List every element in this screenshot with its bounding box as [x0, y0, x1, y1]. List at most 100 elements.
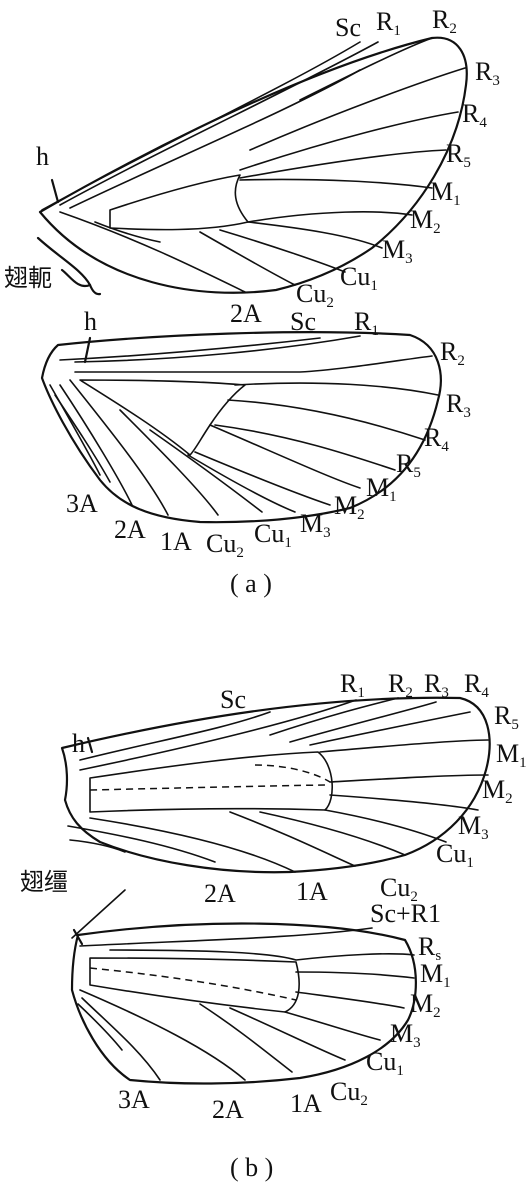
- wing-outline: [70, 922, 417, 1085]
- vein-2a: [81, 997, 161, 1081]
- label-r5: R5: [494, 701, 519, 733]
- vein-r1: [79, 699, 357, 771]
- label-m2: M2: [482, 775, 513, 807]
- vein-1a: [89, 817, 296, 873]
- label-jugum: 翅軛: [4, 264, 52, 292]
- wing-outline: [38, 36, 468, 294]
- label-r4: R4: [424, 423, 449, 455]
- vein-r3: [234, 382, 439, 396]
- humeral-vein: [83, 336, 92, 364]
- vein-r4: [227, 399, 426, 441]
- vein-cu1: [219, 229, 346, 273]
- vein-sc: [59, 337, 321, 361]
- vein-r2: [269, 697, 399, 736]
- label-1a: 1A: [296, 877, 328, 906]
- label-cu1: Cu1: [366, 1047, 404, 1079]
- label-r1: R1: [376, 7, 401, 39]
- vein-r4: [239, 111, 459, 171]
- label-m2: M2: [334, 491, 365, 523]
- forewing-b: [60, 696, 491, 874]
- vein-cu2: [199, 1003, 293, 1073]
- label-r1: R1: [354, 307, 379, 339]
- figure-b: h Sc R1 R2 R3 R4 R5 M1 M2 M3 Cu1 Cu2 1A …: [20, 669, 527, 1182]
- label-m1: M1: [420, 959, 451, 991]
- vein-r1: [59, 41, 379, 206]
- label-m1: M1: [430, 177, 461, 209]
- label-r2: R2: [388, 669, 413, 701]
- vein-r5: [214, 424, 396, 471]
- vein-m2: [329, 794, 479, 811]
- caption-a: ( a ): [230, 569, 272, 598]
- vein-3a: [77, 1003, 123, 1051]
- label-m3: M3: [458, 811, 489, 843]
- label-rs: Rs: [418, 932, 441, 964]
- vein-3a-b: [54, 394, 111, 483]
- vein-r1: [74, 335, 361, 363]
- vein-1a: [69, 379, 169, 516]
- vein-r5: [319, 739, 489, 753]
- vein-r-stem: [69, 69, 361, 209]
- frenulum: [72, 928, 84, 946]
- vein-rs: [74, 355, 433, 373]
- humeral-vein: [86, 736, 94, 754]
- label-1a: 1A: [160, 527, 192, 556]
- vein-r3: [249, 67, 466, 151]
- label-m1: M1: [366, 473, 397, 505]
- label-frenulum: 翅缰: [20, 868, 68, 896]
- vein-1a: [79, 989, 246, 1081]
- wing-outline: [40, 331, 442, 524]
- caption-b: ( b ): [230, 1153, 273, 1182]
- frenulum-callout: 翅缰: [20, 868, 126, 939]
- vein-m2: [295, 991, 405, 1009]
- vein-2a: [59, 384, 133, 506]
- vein-cu1: [259, 811, 406, 856]
- label-scr1: Sc+R1: [370, 899, 441, 928]
- vein-m1: [329, 774, 489, 783]
- forewing-a: [36, 36, 468, 296]
- forewing-b-labels: h Sc R1 R2 R3 R4 R5 M1 M2 M3 Cu1 Cu2 1A …: [72, 669, 527, 908]
- label-m3: M3: [300, 509, 331, 541]
- discal-cell: [89, 751, 334, 813]
- label-cu2: Cu2: [330, 1077, 368, 1109]
- label-r4: R4: [462, 99, 487, 131]
- label-r2: R2: [432, 5, 457, 37]
- vein-r5: [239, 149, 447, 179]
- label-2a: 2A: [204, 879, 236, 908]
- vein-m1: [295, 971, 415, 979]
- vein-sc: [79, 711, 271, 761]
- label-3a: 3A: [66, 489, 98, 518]
- vein-3a: [94, 221, 161, 243]
- discal-cell: [79, 379, 246, 456]
- label-3a: 3A: [118, 1085, 150, 1114]
- vein-cu1: [229, 1007, 346, 1061]
- humeral-vein: [50, 178, 60, 204]
- vein-r2: [299, 37, 433, 101]
- vein-rs: [109, 949, 415, 961]
- vein-2a: [67, 825, 216, 863]
- vein-cu2: [229, 811, 356, 867]
- discal-cell: [109, 174, 249, 231]
- label-h: h: [72, 729, 85, 758]
- vein-m2: [194, 451, 331, 506]
- label-2a: 2A: [212, 1095, 244, 1124]
- label-r3: R3: [424, 669, 449, 701]
- label-m2: M2: [410, 989, 441, 1021]
- label-cu1: Cu1: [254, 519, 292, 551]
- dashed-m-stem: [89, 784, 326, 791]
- vein-3a: [69, 839, 126, 853]
- jugum-stalk: [88, 283, 102, 296]
- label-2a: 2A: [230, 299, 262, 328]
- figure-a: h Sc R1 R2 R3 R4 R5 M1 M2 M3 Cu1 Cu2 2A …: [4, 5, 500, 598]
- vein-r4: [309, 711, 471, 746]
- label-r3: R3: [446, 389, 471, 421]
- label-r3: R3: [475, 57, 500, 89]
- vein-m1: [239, 178, 433, 189]
- dashed-m-branch: [254, 764, 331, 783]
- vein-m3: [247, 221, 383, 249]
- label-r4: R4: [464, 669, 489, 701]
- vein-sc: [41, 41, 361, 211]
- label-cu1: Cu1: [436, 839, 474, 871]
- label-r5: R5: [396, 449, 421, 481]
- vein-m3: [187, 454, 296, 513]
